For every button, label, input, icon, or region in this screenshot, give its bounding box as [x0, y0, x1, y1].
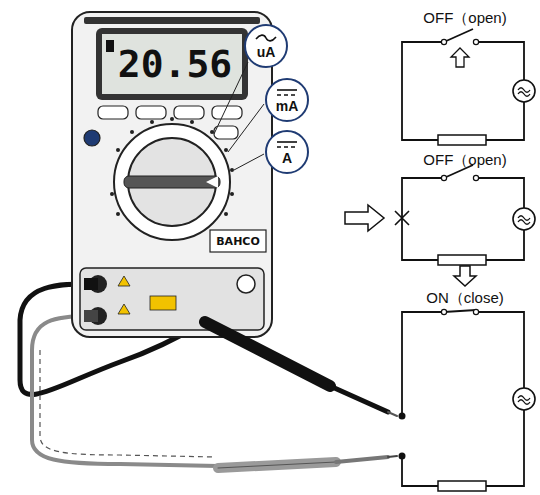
- resistor-symbol: [438, 255, 486, 265]
- switch-contact: [473, 39, 478, 44]
- circuit-title: ON（close): [392, 286, 538, 307]
- wire: [402, 312, 444, 416]
- circuit-title: OFF（open): [392, 6, 538, 27]
- switch-contact: [441, 309, 446, 314]
- ac-symbol: [518, 396, 530, 405]
- ac-wave: [256, 35, 276, 41]
- range-badge: uA: [244, 24, 288, 68]
- display-frame: [96, 28, 248, 100]
- resistor-symbol: [438, 135, 486, 145]
- wire: [402, 42, 524, 140]
- jack-panel: [80, 268, 264, 330]
- resistor-symbol: [438, 481, 486, 491]
- circuit-panel: OFF（open): [392, 6, 538, 148]
- dc-line: [277, 89, 297, 91]
- grey-cable-dash: [40, 350, 215, 457]
- ac-symbol: [518, 216, 530, 225]
- switch-contact: [473, 309, 478, 314]
- grey-probe: [218, 456, 397, 468]
- range-badge: mA: [265, 78, 309, 122]
- meter-body: [72, 12, 272, 337]
- grey-cable: [32, 316, 218, 466]
- range-text: A: [282, 151, 292, 165]
- dc-line: [277, 141, 297, 143]
- black-probe: [205, 322, 397, 416]
- ac-source: [513, 388, 535, 410]
- switch-contact: [441, 175, 446, 180]
- hollow-arrow: [345, 205, 384, 231]
- display-window: [102, 34, 242, 94]
- wire: [402, 178, 524, 260]
- circuit-panel: ON（close): [392, 286, 538, 493]
- switch-lever: [444, 310, 476, 312]
- ac-source: [513, 208, 535, 230]
- rotary-dial: [110, 117, 234, 240]
- ac-source: [513, 80, 535, 102]
- circuit-title: OFF（open): [392, 148, 538, 169]
- wire: [402, 312, 524, 486]
- cut-mark: [395, 211, 409, 225]
- brand-name: BAHCO: [210, 230, 266, 252]
- input-jacks: [84, 275, 255, 325]
- display-reading: 20.56: [110, 36, 240, 92]
- display-icon: [106, 40, 114, 52]
- switch-contact: [441, 39, 446, 44]
- brand-plate: [210, 230, 266, 252]
- probe-point: [399, 413, 406, 420]
- dc-dash: [277, 146, 297, 148]
- range-badge: A: [265, 130, 309, 174]
- circuit-drawing: [392, 286, 538, 493]
- hollow-arrow: [451, 48, 469, 67]
- switch-contact: [473, 175, 478, 180]
- dc-symbol: [274, 140, 300, 149]
- range-text: uA: [257, 45, 276, 59]
- dc-dash: [277, 94, 297, 96]
- range-text: mA: [276, 99, 299, 113]
- dc-symbol: [274, 88, 300, 97]
- switch-lever: [444, 29, 473, 42]
- ac-symbol: [518, 88, 530, 97]
- probe-point: [399, 453, 406, 460]
- ac-symbol: [253, 34, 279, 43]
- circuit-drawing: [392, 6, 538, 148]
- block-arrow: [454, 266, 476, 286]
- meter-top-band: [84, 17, 260, 24]
- circuit-panel: OFF（open): [392, 148, 538, 266]
